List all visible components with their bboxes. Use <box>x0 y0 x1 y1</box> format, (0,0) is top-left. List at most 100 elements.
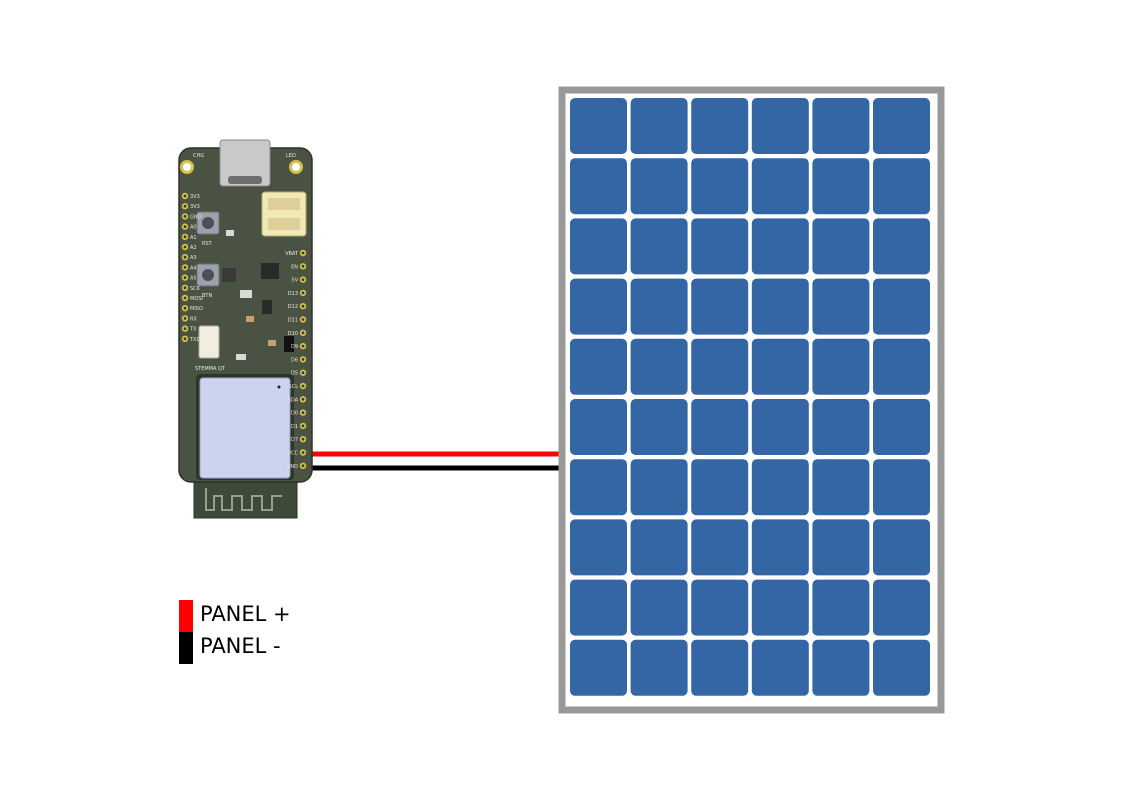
pin-label: D9 <box>291 344 298 350</box>
pin-hole <box>183 317 187 320</box>
solar-cell <box>751 519 809 576</box>
pin-hole <box>183 266 187 269</box>
pin-hole <box>183 245 187 249</box>
usb-c-port <box>228 176 262 184</box>
solar-cell <box>691 338 749 395</box>
pin-label: D1 <box>291 424 298 430</box>
pin-hole <box>301 344 305 348</box>
pin-label: D6 <box>291 357 298 363</box>
pin-hole <box>301 371 305 375</box>
solar-cell <box>812 278 870 335</box>
solar-cell-grid <box>570 98 930 696</box>
component-6 <box>268 340 276 346</box>
legend-label-panel-plus: PANEL + <box>200 602 291 626</box>
solar-cell <box>873 218 930 275</box>
pin-hole <box>301 278 305 281</box>
pin-label: D12 <box>288 304 298 310</box>
pin-hole <box>301 411 305 414</box>
pin-hole <box>183 215 187 218</box>
solar-cell <box>812 519 870 576</box>
pin-label: GND <box>287 464 299 470</box>
mounting-hole-right-center <box>292 163 300 171</box>
solar-cell <box>630 639 688 696</box>
pin-hole <box>183 235 187 239</box>
solar-cell <box>873 579 930 636</box>
solar-cell <box>751 278 809 335</box>
solar-cell <box>873 639 930 696</box>
stemma-label: STEMMA QT <box>195 366 226 372</box>
regulator-chip <box>222 268 236 282</box>
pin-hole <box>183 286 187 290</box>
solar-cell <box>691 579 749 636</box>
pin-label: 5V <box>291 278 298 284</box>
pin-label: 3V3 <box>190 194 200 200</box>
legend-label-panel-minus: PANEL - <box>200 634 281 658</box>
solar-cell <box>812 579 870 636</box>
solar-cell <box>873 278 930 335</box>
solar-cell <box>570 579 627 636</box>
solar-cell <box>812 459 870 516</box>
solar-cell <box>691 218 749 275</box>
legend-swatch-red <box>179 600 193 632</box>
solar-cell <box>630 579 688 636</box>
solar-cell <box>751 338 809 395</box>
solar-cell <box>751 399 809 455</box>
mounting-hole-left-center <box>183 163 191 171</box>
rst-label: RST <box>202 241 213 247</box>
pin-hole <box>183 255 187 259</box>
pin-hole <box>301 251 305 255</box>
solar-cell <box>570 459 627 516</box>
pin-hole <box>301 304 305 308</box>
solar-cell <box>873 399 930 455</box>
solar-cell <box>873 519 930 576</box>
led-label: LED <box>286 153 296 159</box>
ic-chip <box>261 263 279 279</box>
solar-cell <box>751 459 809 516</box>
solar-cell <box>630 338 688 395</box>
module-pin1-marker <box>277 385 281 389</box>
solar-cell <box>873 158 930 215</box>
pin-hole <box>301 437 305 441</box>
pin-label: A4 <box>190 265 197 271</box>
pin-hole <box>301 397 305 401</box>
battery-connector-slot-2 <box>268 218 300 230</box>
solar-cell <box>691 158 749 215</box>
solar-cell <box>570 519 627 576</box>
solar-cell <box>751 98 809 154</box>
btn-label: BTN <box>202 293 212 299</box>
solar-cell <box>630 519 688 576</box>
pin-label: D13 <box>288 291 298 297</box>
solar-cell <box>751 218 809 275</box>
solar-cell <box>812 98 870 154</box>
chg-label: CHG <box>193 153 204 159</box>
pin-hole <box>301 291 305 295</box>
pin-hole <box>301 384 305 388</box>
pin-label: MOSI <box>190 296 203 302</box>
solar-cell <box>691 459 749 516</box>
solar-cell <box>873 338 930 395</box>
solar-cell <box>630 98 688 154</box>
wires <box>304 451 562 471</box>
pin-hole <box>183 204 187 208</box>
solar-cell <box>570 338 627 395</box>
pin-label: D10 <box>288 331 298 337</box>
pin-hole <box>183 306 187 310</box>
pin-hole <box>301 331 305 335</box>
solar-cell <box>630 459 688 516</box>
pin-label: D5 <box>291 371 298 377</box>
pin-hole <box>301 464 305 468</box>
right-pin-header: VBATEN5VD13D12D11D10D9D6D5SCLSDAD0D1D7VC… <box>285 249 307 470</box>
usb-c-connector[interactable] <box>219 139 271 187</box>
pin-label: TXD <box>189 337 200 343</box>
wifi-module-shield <box>199 377 291 479</box>
stemma-qt-connector[interactable] <box>198 325 220 359</box>
pin-hole <box>183 337 187 341</box>
antenna-tab <box>193 477 298 519</box>
pin-label: EN <box>291 264 298 270</box>
pin-label: D7 <box>291 437 298 443</box>
solar-cell <box>570 158 627 215</box>
solar-cell <box>751 579 809 636</box>
pin-hole <box>301 424 305 428</box>
solar-cell <box>812 338 870 395</box>
